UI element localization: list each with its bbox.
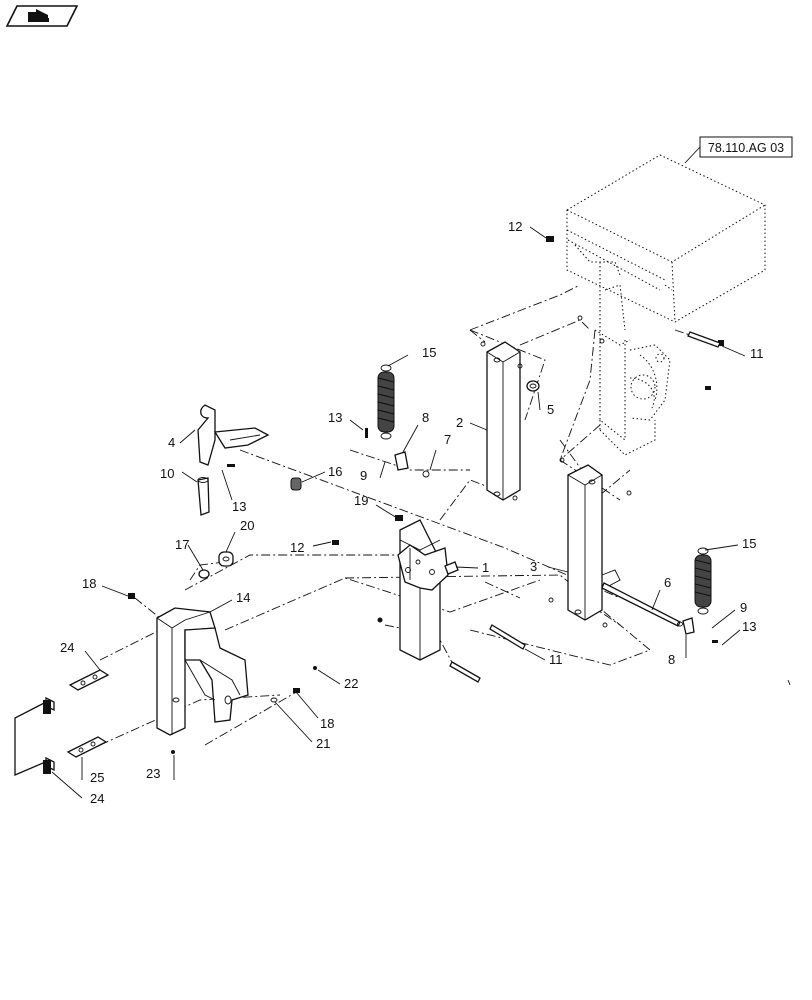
part-handle <box>197 404 270 466</box>
callout-19[interactable]: 19 <box>354 493 398 519</box>
svg-text:15: 15 <box>742 536 756 551</box>
callout-9-lower[interactable]: 9 <box>711 600 747 629</box>
svg-text:9: 9 <box>360 468 367 483</box>
callout-1[interactable]: 1 <box>455 560 489 575</box>
svg-text:8: 8 <box>668 652 675 667</box>
part-bushing-5 <box>526 380 540 392</box>
svg-text:3: 3 <box>530 559 537 574</box>
callout-18-lower[interactable]: 18 <box>295 691 334 731</box>
svg-text:12: 12 <box>508 219 522 234</box>
svg-text:13: 13 <box>328 410 342 425</box>
callout-25[interactable]: 25 <box>81 757 104 785</box>
callouts: 1 2 3 4 5 6 7 8 <box>51 219 764 806</box>
callout-12-upper[interactable]: 12 <box>508 219 547 239</box>
callout-24-upper[interactable]: 24 <box>60 640 101 671</box>
callout-12-lower[interactable]: 12 <box>290 540 332 555</box>
callout-14[interactable]: 14 <box>209 590 250 613</box>
callout-10[interactable]: 10 <box>160 466 198 483</box>
callout-11-lower[interactable]: 11 <box>524 648 563 667</box>
svg-text:6: 6 <box>664 575 671 590</box>
callout-4[interactable]: 4 <box>168 429 196 450</box>
callout-22[interactable]: 22 <box>317 669 358 691</box>
part-bushing-20 <box>218 551 234 567</box>
svg-text:2: 2 <box>456 415 463 430</box>
callout-7[interactable]: 7 <box>429 432 451 471</box>
callout-16[interactable]: 16 <box>301 464 342 483</box>
callout-20[interactable]: 20 <box>225 518 254 553</box>
svg-text:11: 11 <box>549 652 563 667</box>
callout-8-lower[interactable]: 8 <box>668 635 687 667</box>
svg-text:13: 13 <box>742 619 756 634</box>
svg-text:9: 9 <box>740 600 747 615</box>
reference-assembly-dotted <box>566 154 766 456</box>
svg-text:22: 22 <box>344 676 358 691</box>
svg-text:18: 18 <box>82 576 96 591</box>
part-clamp-plate-upper <box>68 669 110 691</box>
svg-text:18: 18 <box>320 716 334 731</box>
svg-text:20: 20 <box>240 518 254 533</box>
reference-label: 78.110.AG 03 <box>708 141 784 155</box>
part-spring-small <box>290 477 302 491</box>
callout-8-upper[interactable]: 8 <box>402 410 429 453</box>
svg-text:25: 25 <box>90 770 104 785</box>
svg-text:12: 12 <box>290 540 304 555</box>
svg-text:21: 21 <box>316 736 330 751</box>
svg-text:15: 15 <box>422 345 436 360</box>
part-clip-upper <box>394 451 409 471</box>
part-rod <box>601 582 683 627</box>
svg-text:24: 24 <box>90 791 104 806</box>
svg-text:17: 17 <box>175 537 189 552</box>
part-u-bolt <box>14 696 55 776</box>
svg-text:19: 19 <box>354 493 368 508</box>
callout-5[interactable]: 5 <box>537 391 554 417</box>
svg-text:23: 23 <box>146 766 160 781</box>
svg-text:4: 4 <box>168 435 175 450</box>
callout-3[interactable]: 3 <box>530 559 569 574</box>
callout-17[interactable]: 17 <box>175 537 204 571</box>
callout-11-upper[interactable]: 11 <box>721 345 764 361</box>
callout-6[interactable]: 6 <box>651 575 671 611</box>
callout-13-middle[interactable]: 13 <box>221 469 246 514</box>
callout-13-upper[interactable]: 13 <box>328 410 364 431</box>
part-mount-post <box>397 519 459 661</box>
svg-text:1: 1 <box>482 560 489 575</box>
part-clip-lower <box>682 617 695 635</box>
callout-13-lower[interactable]: 13 <box>721 619 756 646</box>
part-clamp-plate-lower <box>66 736 108 758</box>
callout-2[interactable]: 2 <box>456 415 488 431</box>
svg-text:11: 11 <box>750 346 764 361</box>
back-nav-button[interactable] <box>5 5 79 27</box>
callout-24-lower[interactable]: 24 <box>51 771 104 806</box>
svg-text:14: 14 <box>236 590 250 605</box>
part-bushing-17 <box>198 569 210 579</box>
callout-23[interactable]: 23 <box>146 755 175 781</box>
svg-text:13: 13 <box>232 499 246 514</box>
callout-9-upper[interactable]: 9 <box>360 461 386 483</box>
part-arm-bar-upper <box>486 341 521 501</box>
part-spring-lower <box>694 547 712 615</box>
part-bracket <box>156 607 249 736</box>
part-arm-bar-lower <box>567 464 621 621</box>
svg-text:7: 7 <box>444 432 451 447</box>
svg-text:5: 5 <box>547 402 554 417</box>
callout-21[interactable]: 21 <box>274 701 330 751</box>
callout-18-upper[interactable]: 18 <box>82 576 129 597</box>
part-spring-upper <box>377 364 395 440</box>
assembly-guide-lines <box>99 284 721 746</box>
reference-callout[interactable]: 78.110.AG 03 <box>684 136 793 164</box>
svg-text:16: 16 <box>328 464 342 479</box>
callout-15-lower[interactable]: 15 <box>704 536 756 551</box>
corner-mark <box>787 679 791 686</box>
callout-15-upper[interactable]: 15 <box>387 345 436 367</box>
part-grip <box>197 477 210 516</box>
svg-text:10: 10 <box>160 466 174 481</box>
back-arrow-icon <box>28 9 49 22</box>
svg-text:24: 24 <box>60 640 74 655</box>
svg-text:8: 8 <box>422 410 429 425</box>
fasteners <box>128 236 724 754</box>
